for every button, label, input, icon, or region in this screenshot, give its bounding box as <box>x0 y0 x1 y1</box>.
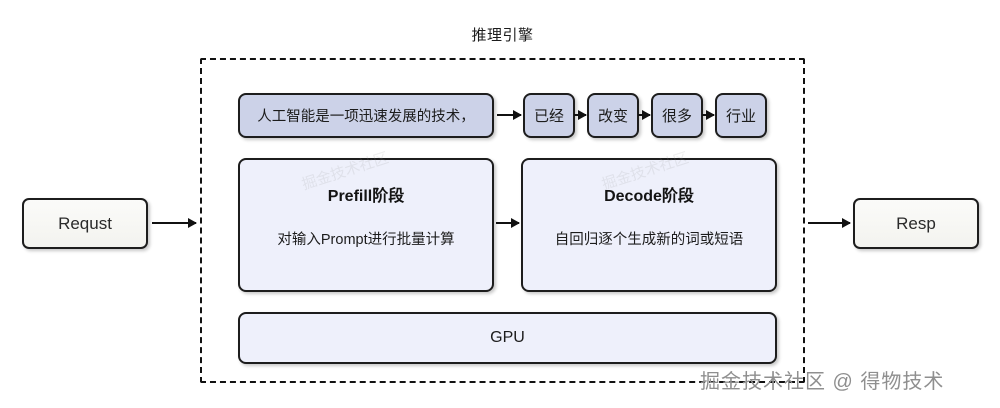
arrow-request-to-engine <box>152 218 197 228</box>
arrow-engine-to-response <box>808 218 851 228</box>
request-label: Requst <box>58 213 112 233</box>
prefill-stage-title: Prefill阶段 <box>327 188 405 205</box>
engine-title: 推理引擎 <box>471 27 534 44</box>
token-label: 行业 <box>725 108 756 125</box>
response-label: Resp <box>896 213 936 233</box>
request-node: Requst <box>22 198 148 249</box>
gpu-node: GPU <box>238 312 777 364</box>
watermark-text: 掘金技术社区 @ 得物技术 <box>700 371 945 393</box>
token-node: 改变 <box>587 93 639 138</box>
prompt-text: 人工智能是一项迅速发展的技术， <box>257 109 475 125</box>
arrow-token-to-token <box>702 110 715 120</box>
token-label: 改变 <box>597 108 628 125</box>
token-node: 已经 <box>523 93 575 138</box>
gpu-label: GPU <box>490 329 525 346</box>
response-node: Resp <box>853 198 979 249</box>
prompt-node: 人工智能是一项迅速发展的技术， <box>238 93 494 138</box>
token-label: 很多 <box>661 108 692 125</box>
arrow-prefill-to-decode <box>496 218 520 228</box>
prefill-stage-node: Prefill阶段 对输入Prompt进行批量计算 <box>238 158 494 292</box>
decode-stage-description: 自回归逐个生成新的词或短语 <box>554 232 744 248</box>
token-node: 很多 <box>651 93 703 138</box>
arrow-token-to-token <box>638 110 651 120</box>
token-node: 行业 <box>715 93 767 138</box>
prefill-stage-description: 对输入Prompt进行批量计算 <box>277 232 455 248</box>
inference-engine-container <box>200 58 805 383</box>
decode-stage-title: Decode阶段 <box>604 188 694 205</box>
arrow-prompt-to-token <box>497 110 522 120</box>
decode-stage-node: Decode阶段 自回归逐个生成新的词或短语 <box>521 158 777 292</box>
token-label: 已经 <box>533 108 564 125</box>
arrow-token-to-token <box>574 110 587 120</box>
